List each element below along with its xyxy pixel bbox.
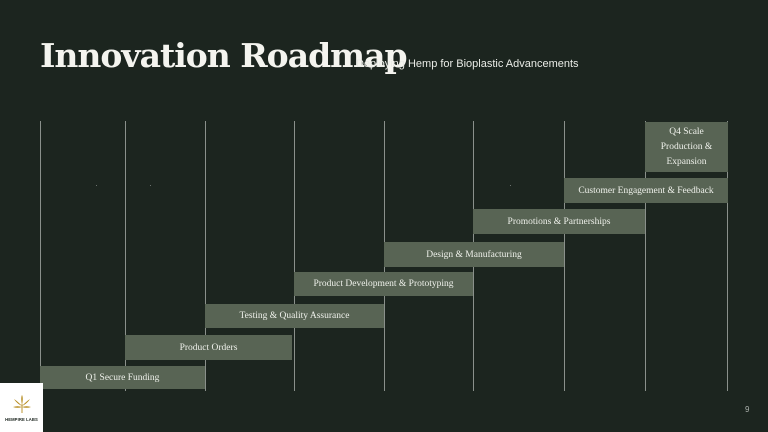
timeline-gridline [205, 121, 206, 391]
roadmap-bar-testing-quality-assurance: Testing & Quality Assurance [205, 304, 384, 328]
slide-title: Innovation Roadmap [40, 36, 408, 75]
company-logo: HEMPIRE LABS [0, 383, 43, 432]
roadmap-bar-label: Product Orders [179, 342, 238, 353]
timeline-gridline [564, 121, 565, 391]
roadmap-bar-label: Design & Manufacturing [426, 249, 522, 260]
roadmap-bar-label: Q1 Secure Funding [85, 372, 160, 383]
roadmap-bar-label: Product Development & Prototyping [313, 279, 454, 289]
roadmap-bar-label: Testing & Quality Assurance [239, 311, 350, 321]
timeline-gridline [645, 121, 646, 391]
roadmap-bar-product-development-prototyping: Product Development & Prototyping [294, 272, 473, 296]
roadmap-bar-label: Promotions & Partnerships [507, 216, 611, 227]
timeline-gridline [294, 121, 295, 391]
timeline-gridline [727, 121, 728, 391]
roadmap-bar-design-manufacturing: Design & Manufacturing [384, 242, 564, 267]
slide-subtitle: Deploying Hemp for Bioplastic Advancemen… [356, 58, 579, 70]
roadmap-bar-product-orders: Product Orders [125, 335, 292, 360]
roadmap-bar-q1-secure-funding: Q1 Secure Funding [40, 366, 205, 389]
timeline-gridline [40, 121, 41, 391]
roadmap-bar-label: Q4 Scale Production & Expansion [660, 126, 713, 167]
roadmap-bar-q4-scale-production-expansion: Q4 Scale Production & Expansion [645, 122, 728, 172]
logo-text: HEMPIRE LABS [5, 416, 38, 422]
hemp-leaf-icon [12, 394, 31, 413]
roadmap-bar-promotions-partnerships: Promotions & Partnerships [473, 209, 645, 234]
roadmap-bar-label: Customer Engagement & Feedback [578, 185, 714, 196]
decorative-dot [510, 185, 511, 186]
decorative-dot [96, 185, 97, 186]
timeline-gridline [125, 121, 126, 391]
roadmap-bar-customer-engagement-feedback: Customer Engagement & Feedback [564, 178, 728, 203]
decorative-dot [150, 185, 151, 186]
page-number: 9 [745, 405, 750, 414]
